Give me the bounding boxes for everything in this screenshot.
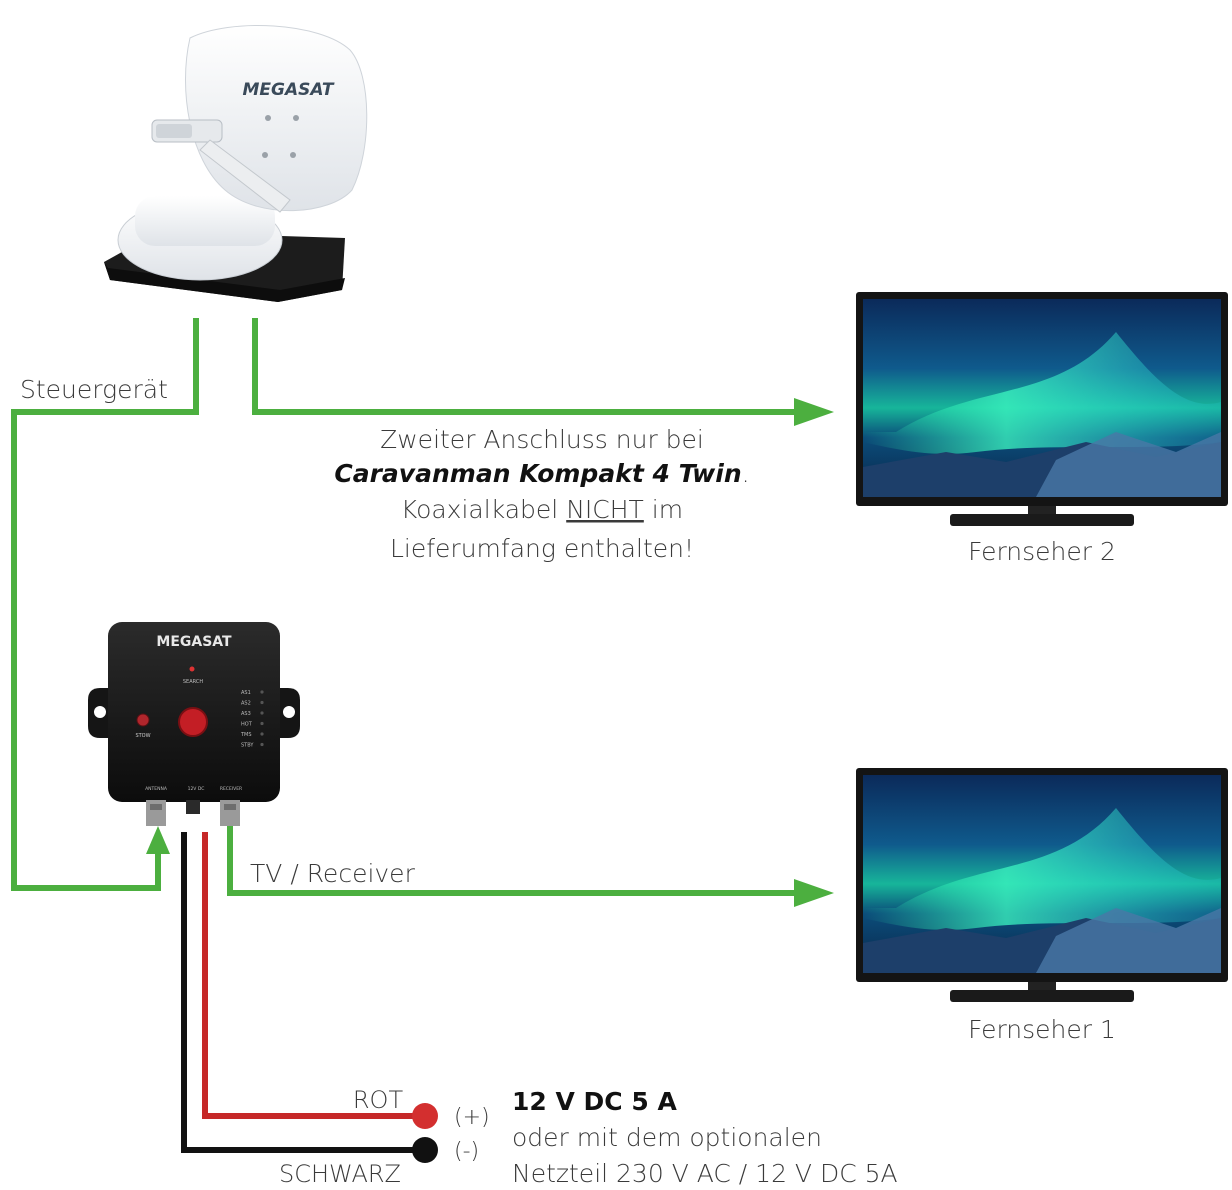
minus-label: (-) — [454, 1139, 479, 1164]
power-cable-red — [202, 832, 420, 1119]
plus-label: (+) — [454, 1105, 490, 1130]
arrow-right-tv1 — [794, 879, 834, 907]
second-connection-note-line4: Lieferumfang enthalten! — [390, 534, 694, 563]
status-led-label: AS2 — [241, 701, 251, 707]
note-line3-pre: Koaxialkabel — [401, 495, 566, 524]
antenna-brand: MEGASAT — [242, 80, 334, 100]
stow-button — [136, 713, 150, 727]
terminal-negative — [412, 1137, 438, 1163]
note-line3-post: im — [644, 495, 683, 524]
rot-label: ROT — [353, 1086, 404, 1114]
status-led — [260, 711, 264, 715]
stow-label: STOW — [135, 733, 150, 739]
status-led — [260, 732, 264, 736]
tv-receiver-label: TV / Receiver — [250, 859, 416, 888]
controller-brand: MEGASAT — [156, 634, 232, 650]
television-icon — [856, 292, 1228, 526]
port-label-list: ANTENNA 12V DC RECEIVER — [145, 786, 242, 792]
status-led-label: HOT — [241, 722, 253, 728]
power-cables — [181, 832, 438, 1163]
port-label: 12V DC — [188, 786, 205, 792]
steuergeraet-label: Steuergerät — [20, 375, 168, 404]
power-line3: Netzteil 230 V AC / 12 V DC 5A — [512, 1159, 898, 1188]
status-led — [260, 721, 264, 726]
status-led-label: AS3 — [241, 711, 251, 717]
coax-antenna-to-controller — [11, 318, 199, 891]
second-connection-note-line2: Caravanman Kompakt 4 Twin. — [334, 459, 749, 488]
second-connection-note-line3: Koaxialkabel NICHT im — [401, 495, 683, 524]
arrow-right-tv2 — [794, 398, 834, 426]
search-label: SEARCH — [183, 679, 203, 685]
port-label: RECEIVER — [220, 786, 242, 792]
status-led — [260, 690, 264, 694]
status-led-label: AS1 — [241, 690, 251, 696]
arrow-up-controller — [146, 826, 170, 854]
schwarz-label: SCHWARZ — [279, 1160, 401, 1188]
port-label: ANTENNA — [145, 786, 168, 792]
search-button — [178, 707, 208, 737]
coax-controller-to-tv1 — [227, 826, 800, 896]
status-led-label: STBY — [241, 743, 254, 749]
coax-antenna-to-tv2 — [252, 318, 800, 415]
power-line2: oder mit dem optionalen — [512, 1123, 822, 1152]
second-connection-note-line1: Zweiter Anschluss nur bei — [380, 425, 704, 454]
coax-cables — [11, 318, 834, 907]
status-led — [260, 700, 264, 705]
television-icon — [856, 768, 1228, 1002]
status-led — [260, 742, 264, 747]
tv2-label: Fernseher 2 — [968, 537, 1116, 566]
note-period: . — [742, 459, 750, 488]
model-name: Caravanman Kompakt 4 Twin — [334, 459, 741, 488]
tv1-label: Fernseher 1 — [968, 1015, 1116, 1044]
terminal-positive — [412, 1103, 438, 1129]
satellite-dish-icon: MEGASAT — [104, 25, 368, 302]
power-title: 12 V DC 5 A — [512, 1087, 677, 1116]
note-line3-underline: NICHT — [566, 495, 644, 524]
power-cable-black — [181, 832, 420, 1153]
status-led-label: TMS — [240, 732, 252, 738]
control-unit-icon: MEGASAT SEARCH STOW AS1AS2AS3HOTTMSSTBY … — [88, 622, 300, 826]
